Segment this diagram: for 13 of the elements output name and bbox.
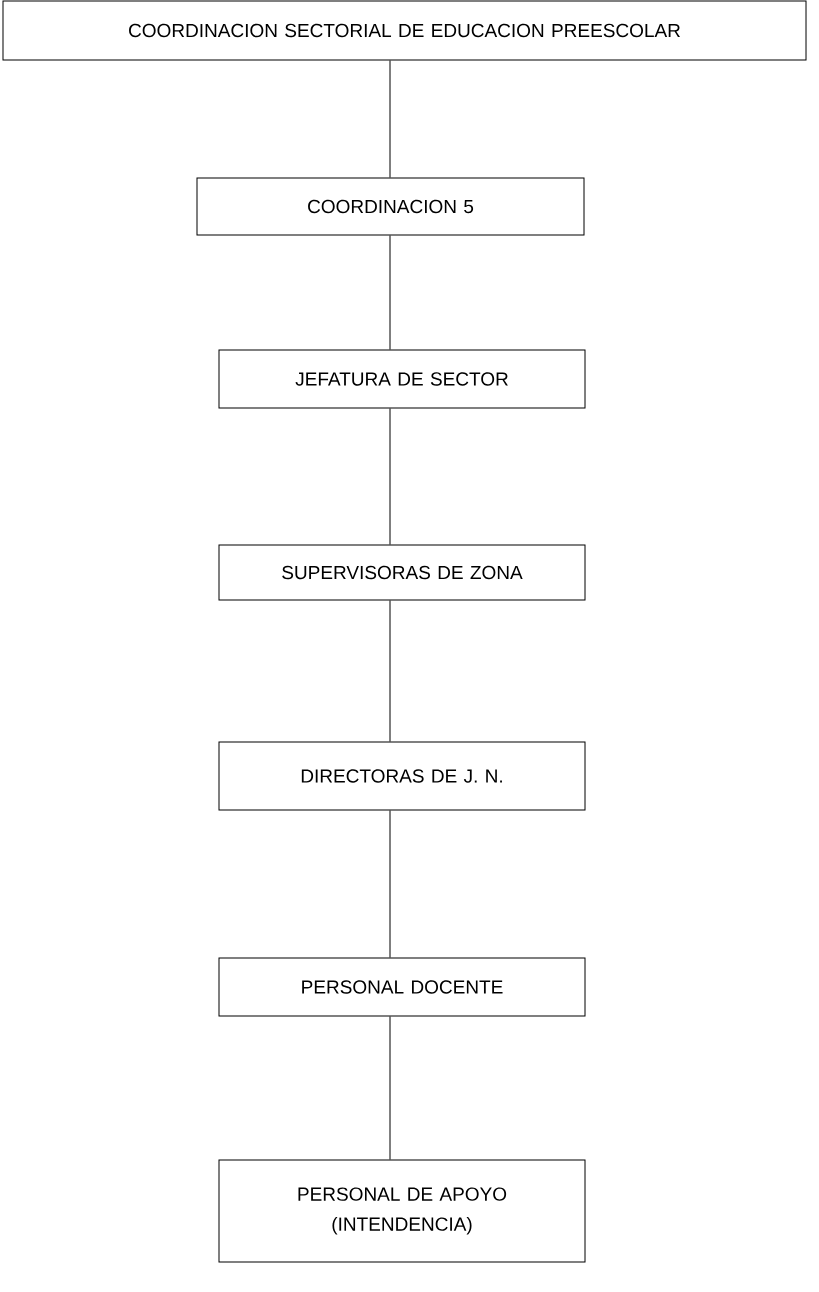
org-box: DIRECTORAS DE J. N. — [218, 741, 586, 811]
connector-line — [389, 600, 391, 742]
org-box: PERSONAL DE APOYO (INTENDENCIA) — [218, 1159, 586, 1263]
org-box: SUPERVISORAS DE ZONA — [218, 544, 586, 601]
org-box: JEFATURA DE SECTOR — [218, 349, 586, 409]
connector-line — [389, 235, 391, 350]
connector-line — [389, 60, 391, 178]
connector-line — [389, 810, 391, 958]
connector-line — [389, 1016, 391, 1160]
org-box: COORDINACION 5 — [196, 177, 585, 236]
org-box: PERSONAL DOCENTE — [218, 957, 586, 1017]
connector-line — [389, 408, 391, 545]
org-box: COORDINACION SECTORIAL DE EDUCACION PREESCOLAR — [2, 0, 807, 61]
